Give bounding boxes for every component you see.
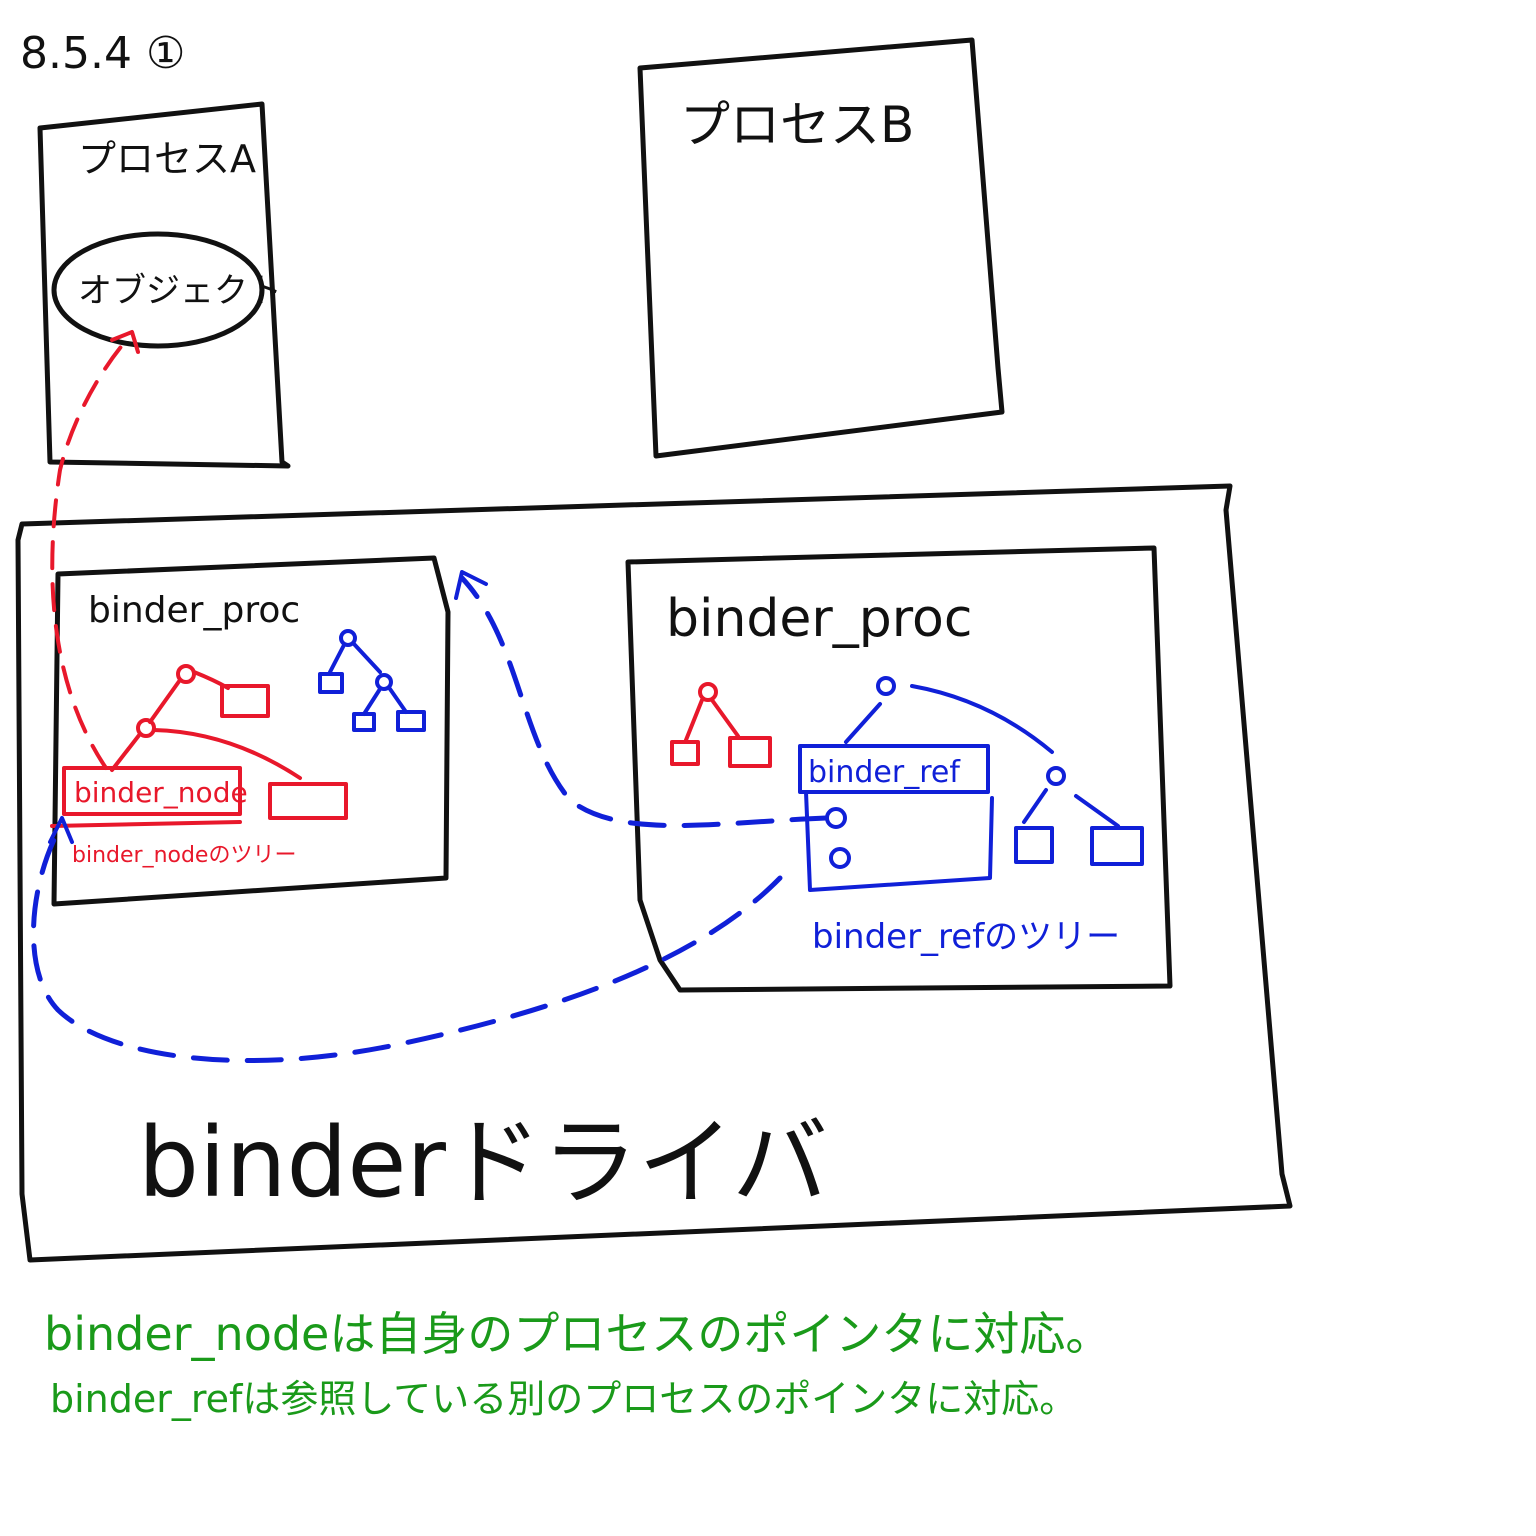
tree-edge	[148, 678, 182, 724]
tree-leaf	[220, 684, 270, 718]
binder-proc-left-box	[51, 555, 451, 907]
ref-entry-circle	[825, 807, 847, 829]
binder-driver: binderドライバ	[15, 483, 1293, 1263]
tree-edge	[328, 643, 346, 674]
binder-node-label: binder_node	[74, 776, 248, 809]
tree-edge	[844, 702, 882, 744]
ref-to-left-proc-arrowhead	[454, 570, 488, 600]
tree-leaf	[352, 712, 376, 732]
tree-node-circle	[375, 673, 393, 691]
tree-node-circle	[1046, 766, 1066, 786]
binder-node-box	[62, 766, 242, 816]
process-a-title: プロセスA	[78, 137, 256, 181]
tree-node-circle	[698, 682, 718, 702]
node-underline	[50, 820, 242, 828]
tree-edge	[152, 728, 302, 780]
binder-node-tree-label: binder_nodeのツリー	[72, 843, 296, 868]
note-binder-ref: binder_refは参照している別のプロセスのポインタに対応。	[50, 1377, 1077, 1421]
note-binder-node: binder_nodeは自身のプロセスのポインタに対応。	[44, 1307, 1111, 1361]
section-label: 8.5.4 ①	[20, 28, 185, 79]
tree-edge	[710, 698, 740, 738]
right-node-tree	[670, 682, 772, 768]
binder-ref-tree: binder_ref binder_refのツリー	[798, 676, 1144, 957]
binder-proc-right-title: binder_proc	[666, 589, 972, 649]
binder-ref-label: binder_ref	[808, 755, 961, 790]
node-to-object-arrowhead	[110, 330, 140, 354]
tree-leaf	[1014, 826, 1054, 864]
ref-to-node-arrow	[31, 821, 783, 1064]
tree-leaf	[268, 782, 348, 820]
binder-proc-right: binder_proc binder_ref binder_refのツリー	[625, 545, 1173, 993]
tree-edge	[1022, 788, 1048, 824]
process-b-box	[637, 37, 1005, 459]
binder-node-tree: binder_node binder_nodeのツリー	[50, 664, 348, 868]
driver-box	[15, 483, 1293, 1263]
binder-ref-tree-label: binder_refのツリー	[812, 917, 1120, 957]
tree-node-circle	[876, 676, 896, 696]
process-b-title: プロセスB	[680, 96, 914, 154]
node-to-object-arrow	[50, 334, 132, 770]
ref-to-node-arrowhead	[48, 816, 74, 844]
tree-edge	[684, 698, 704, 742]
driver-title: binderドライバ	[138, 1107, 828, 1219]
tree-edge	[352, 642, 382, 674]
left-ref-tree	[318, 629, 426, 732]
binder-proc-left: binder_proc binder_node binder_nodeのツリー	[50, 555, 451, 907]
ref-entry-circle	[829, 847, 851, 869]
tree-edge	[388, 687, 408, 714]
process-a: プロセスA オブジェクト	[37, 101, 291, 469]
tree-edge	[362, 687, 382, 716]
binder-proc-right-box	[625, 545, 1173, 993]
tree-edge	[1074, 794, 1120, 828]
ref-to-left-proc-arrow	[459, 575, 829, 828]
object-label: オブジェクト	[78, 271, 282, 311]
binder-ref-box	[798, 744, 990, 794]
tree-edge	[110, 732, 142, 772]
tree-leaf	[396, 710, 426, 732]
tree-node-circle	[339, 629, 357, 647]
tree-leaf	[670, 740, 700, 766]
object-ellipse	[51, 231, 265, 349]
binder-proc-left-title: binder_proc	[88, 590, 300, 631]
tree-edge	[910, 684, 1054, 754]
tree-leaf	[728, 736, 772, 768]
process-a-box	[37, 101, 291, 469]
tree-leaf	[1090, 826, 1144, 866]
tree-leaf	[318, 672, 344, 694]
process-b: プロセスB	[637, 37, 1005, 459]
binder-ref-group	[804, 790, 994, 892]
